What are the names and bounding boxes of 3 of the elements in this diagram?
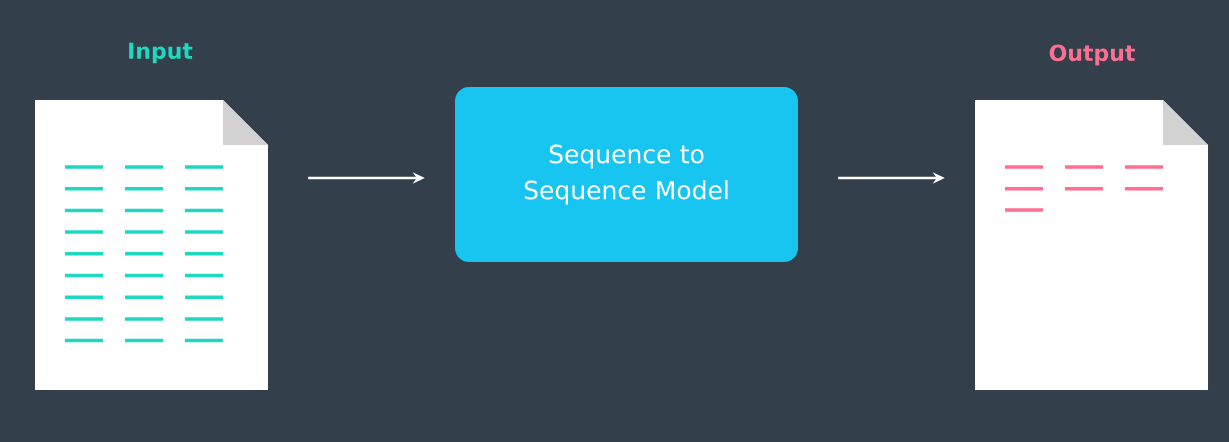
- heading: Input: [129, 42, 193, 64]
- heading: Output: [1049, 44, 1135, 66]
- process-box: Sequence to Sequence Model: [455, 87, 798, 262]
